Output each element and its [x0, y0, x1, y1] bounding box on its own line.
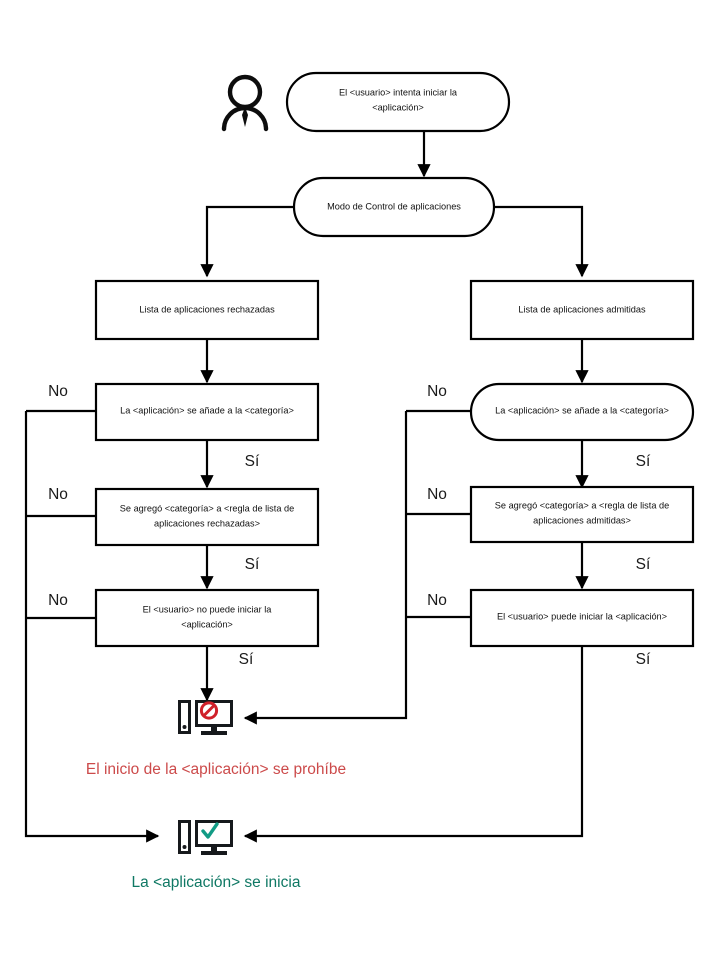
edge-label-left-si-2: Sí — [245, 556, 260, 573]
edge-right-no-rail — [243, 411, 408, 725]
edge-label-left-no-3: No — [48, 592, 68, 609]
edge-label-left-no-1: No — [48, 383, 68, 400]
edge-label-right-no-1: No — [427, 383, 447, 400]
edge-label-right-si-2: Sí — [636, 556, 651, 573]
node-denied-category[interactable]: La <aplicación> se añade a la <categoría… — [94, 382, 320, 442]
node-allowed-rule[interactable]: Se agregó <categoría> a <regla de lista … — [469, 485, 695, 544]
node-denied-rule-line1: Se agregó <categoría> a <regla de lista … — [120, 503, 294, 513]
node-allowed-result-line1: El <usuario> puede iniciar la <aplicació… — [497, 611, 667, 621]
node-mode[interactable]: Modo de Control de aplicaciones — [292, 176, 496, 238]
edge-label-left-si-3: Sí — [239, 651, 254, 668]
edge-label-left-no-2: No — [48, 486, 68, 503]
node-denied-result[interactable]: El <usuario> no puede iniciar la <aplica… — [94, 588, 320, 648]
user-person-icon — [221, 74, 269, 132]
edge-mode-to-denied-list — [200, 205, 295, 278]
node-start[interactable]: El <usuario> intenta iniciar la <aplicac… — [285, 71, 511, 133]
node-denied-list[interactable]: Lista de aplicaciones rechazadas — [94, 279, 320, 341]
edge-mode-to-allowed-list — [494, 205, 589, 278]
node-denied-rule-line2: aplicaciones rechazadas> — [154, 518, 260, 528]
edge-label-right-si-1: Sí — [636, 453, 651, 470]
node-allowed-category-line1: La <aplicación> se añade a la <categoría… — [495, 405, 669, 415]
node-allowed-rule-line2: aplicaciones admitidas> — [533, 515, 631, 525]
node-denied-rule[interactable]: Se agregó <categoría> a <regla de lista … — [94, 487, 320, 547]
edge-right-si-rail — [243, 646, 584, 843]
edges-layer — [24, 131, 589, 843]
edge-label-right-no-2: No — [427, 486, 447, 503]
edge-labels-layer: No No No Sí Sí Sí No No No Sí Sí Sí — [48, 383, 651, 668]
node-start-line1: El <usuario> intenta iniciar la — [339, 87, 458, 97]
monitor-allowed-icon — [178, 820, 233, 855]
node-start-line2: <aplicación> — [372, 102, 424, 112]
monitor-blocked-icon — [178, 700, 233, 735]
node-denied-category-line1: La <aplicación> se añade a la <categoría… — [120, 405, 294, 415]
node-allowed-list-line1: Lista de aplicaciones admitidas — [518, 304, 646, 314]
blocked-outcome-label: El inicio de la <aplicación> se prohíbe — [86, 761, 346, 778]
edge-left-no-rail — [24, 411, 160, 843]
node-denied-result-line1: El <usuario> no puede iniciar la — [143, 604, 273, 614]
node-allowed-category[interactable]: La <aplicación> se añade a la <categoría… — [469, 382, 695, 442]
node-allowed-result[interactable]: El <usuario> puede iniciar la <aplicació… — [469, 588, 695, 648]
node-allowed-list[interactable]: Lista de aplicaciones admitidas — [469, 279, 695, 341]
node-denied-result-line2: <aplicación> — [181, 619, 233, 629]
node-denied-list-line1: Lista de aplicaciones rechazadas — [139, 304, 275, 314]
edge-label-right-no-3: No — [427, 592, 447, 609]
started-outcome-label: La <aplicación> se inicia — [132, 874, 301, 891]
edge-label-left-si-1: Sí — [245, 453, 260, 470]
edge-label-right-si-3: Sí — [636, 651, 651, 668]
node-mode-line1: Modo de Control de aplicaciones — [327, 201, 461, 211]
node-allowed-rule-line1: Se agregó <categoría> a <regla de lista … — [495, 500, 669, 510]
